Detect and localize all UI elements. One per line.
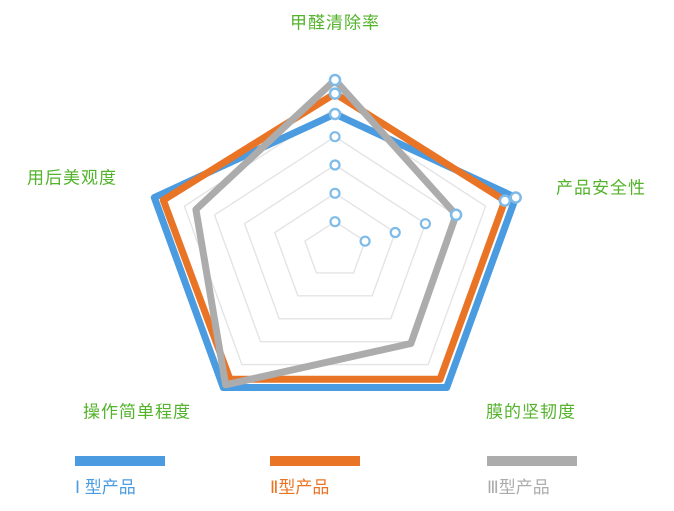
legend-label-type-2: Ⅱ型产品 [270,478,330,497]
chart-legend: Ⅰ 型产品 Ⅱ型产品 Ⅲ型产品 [0,452,674,507]
data-point-marker-series-1 [509,191,522,204]
axis-tick-marker [329,187,341,199]
grid-ring-2 [273,192,397,297]
axis-tick-marker [329,131,341,143]
legend-label-type-1: Ⅰ 型产品 [75,478,136,497]
series-polygon-1 [150,110,520,391]
axis-label-product-safety: 产品安全性 [556,178,646,198]
axis-label-formaldehyde-removal: 甲醛清除率 [290,13,380,33]
axis-label-post-use-appearance: 用后美观度 [27,168,117,188]
data-point-marker-series-2 [498,194,512,207]
legend-item-type-2[interactable]: Ⅱ型产品 [270,456,360,498]
axis-label-film-toughness: 膜的坚韧度 [486,402,576,422]
legend-swatch-type-1 [75,456,165,466]
legend-item-type-1[interactable]: Ⅰ 型产品 [75,456,165,498]
axis-tick-marker [329,159,341,171]
axis-label-ease-of-operation: 操作简单程度 [83,402,191,422]
grid-ring-3 [243,164,427,320]
grid-ring-5 [183,107,487,366]
axis-tick-marker [329,216,341,228]
data-point-marker-series-1 [328,107,342,121]
axis-tick-marker [359,235,371,247]
data-point-marker-series-3 [449,208,463,222]
grid-ring-1 [304,220,366,274]
legend-label-type-3: Ⅲ型产品 [487,478,550,497]
grid-ring-4 [213,135,457,343]
legend-swatch-type-3 [487,456,577,466]
legend-swatch-type-2 [270,456,360,466]
data-point-marker-series-3 [328,73,342,87]
axis-tick-marker [419,218,431,230]
series-polygon-3 [192,76,460,389]
data-point-marker-series-2 [328,87,342,100]
legend-item-type-3[interactable]: Ⅲ型产品 [487,456,577,498]
series-polygon-2 [159,90,509,383]
axis-tick-marker [389,226,401,239]
